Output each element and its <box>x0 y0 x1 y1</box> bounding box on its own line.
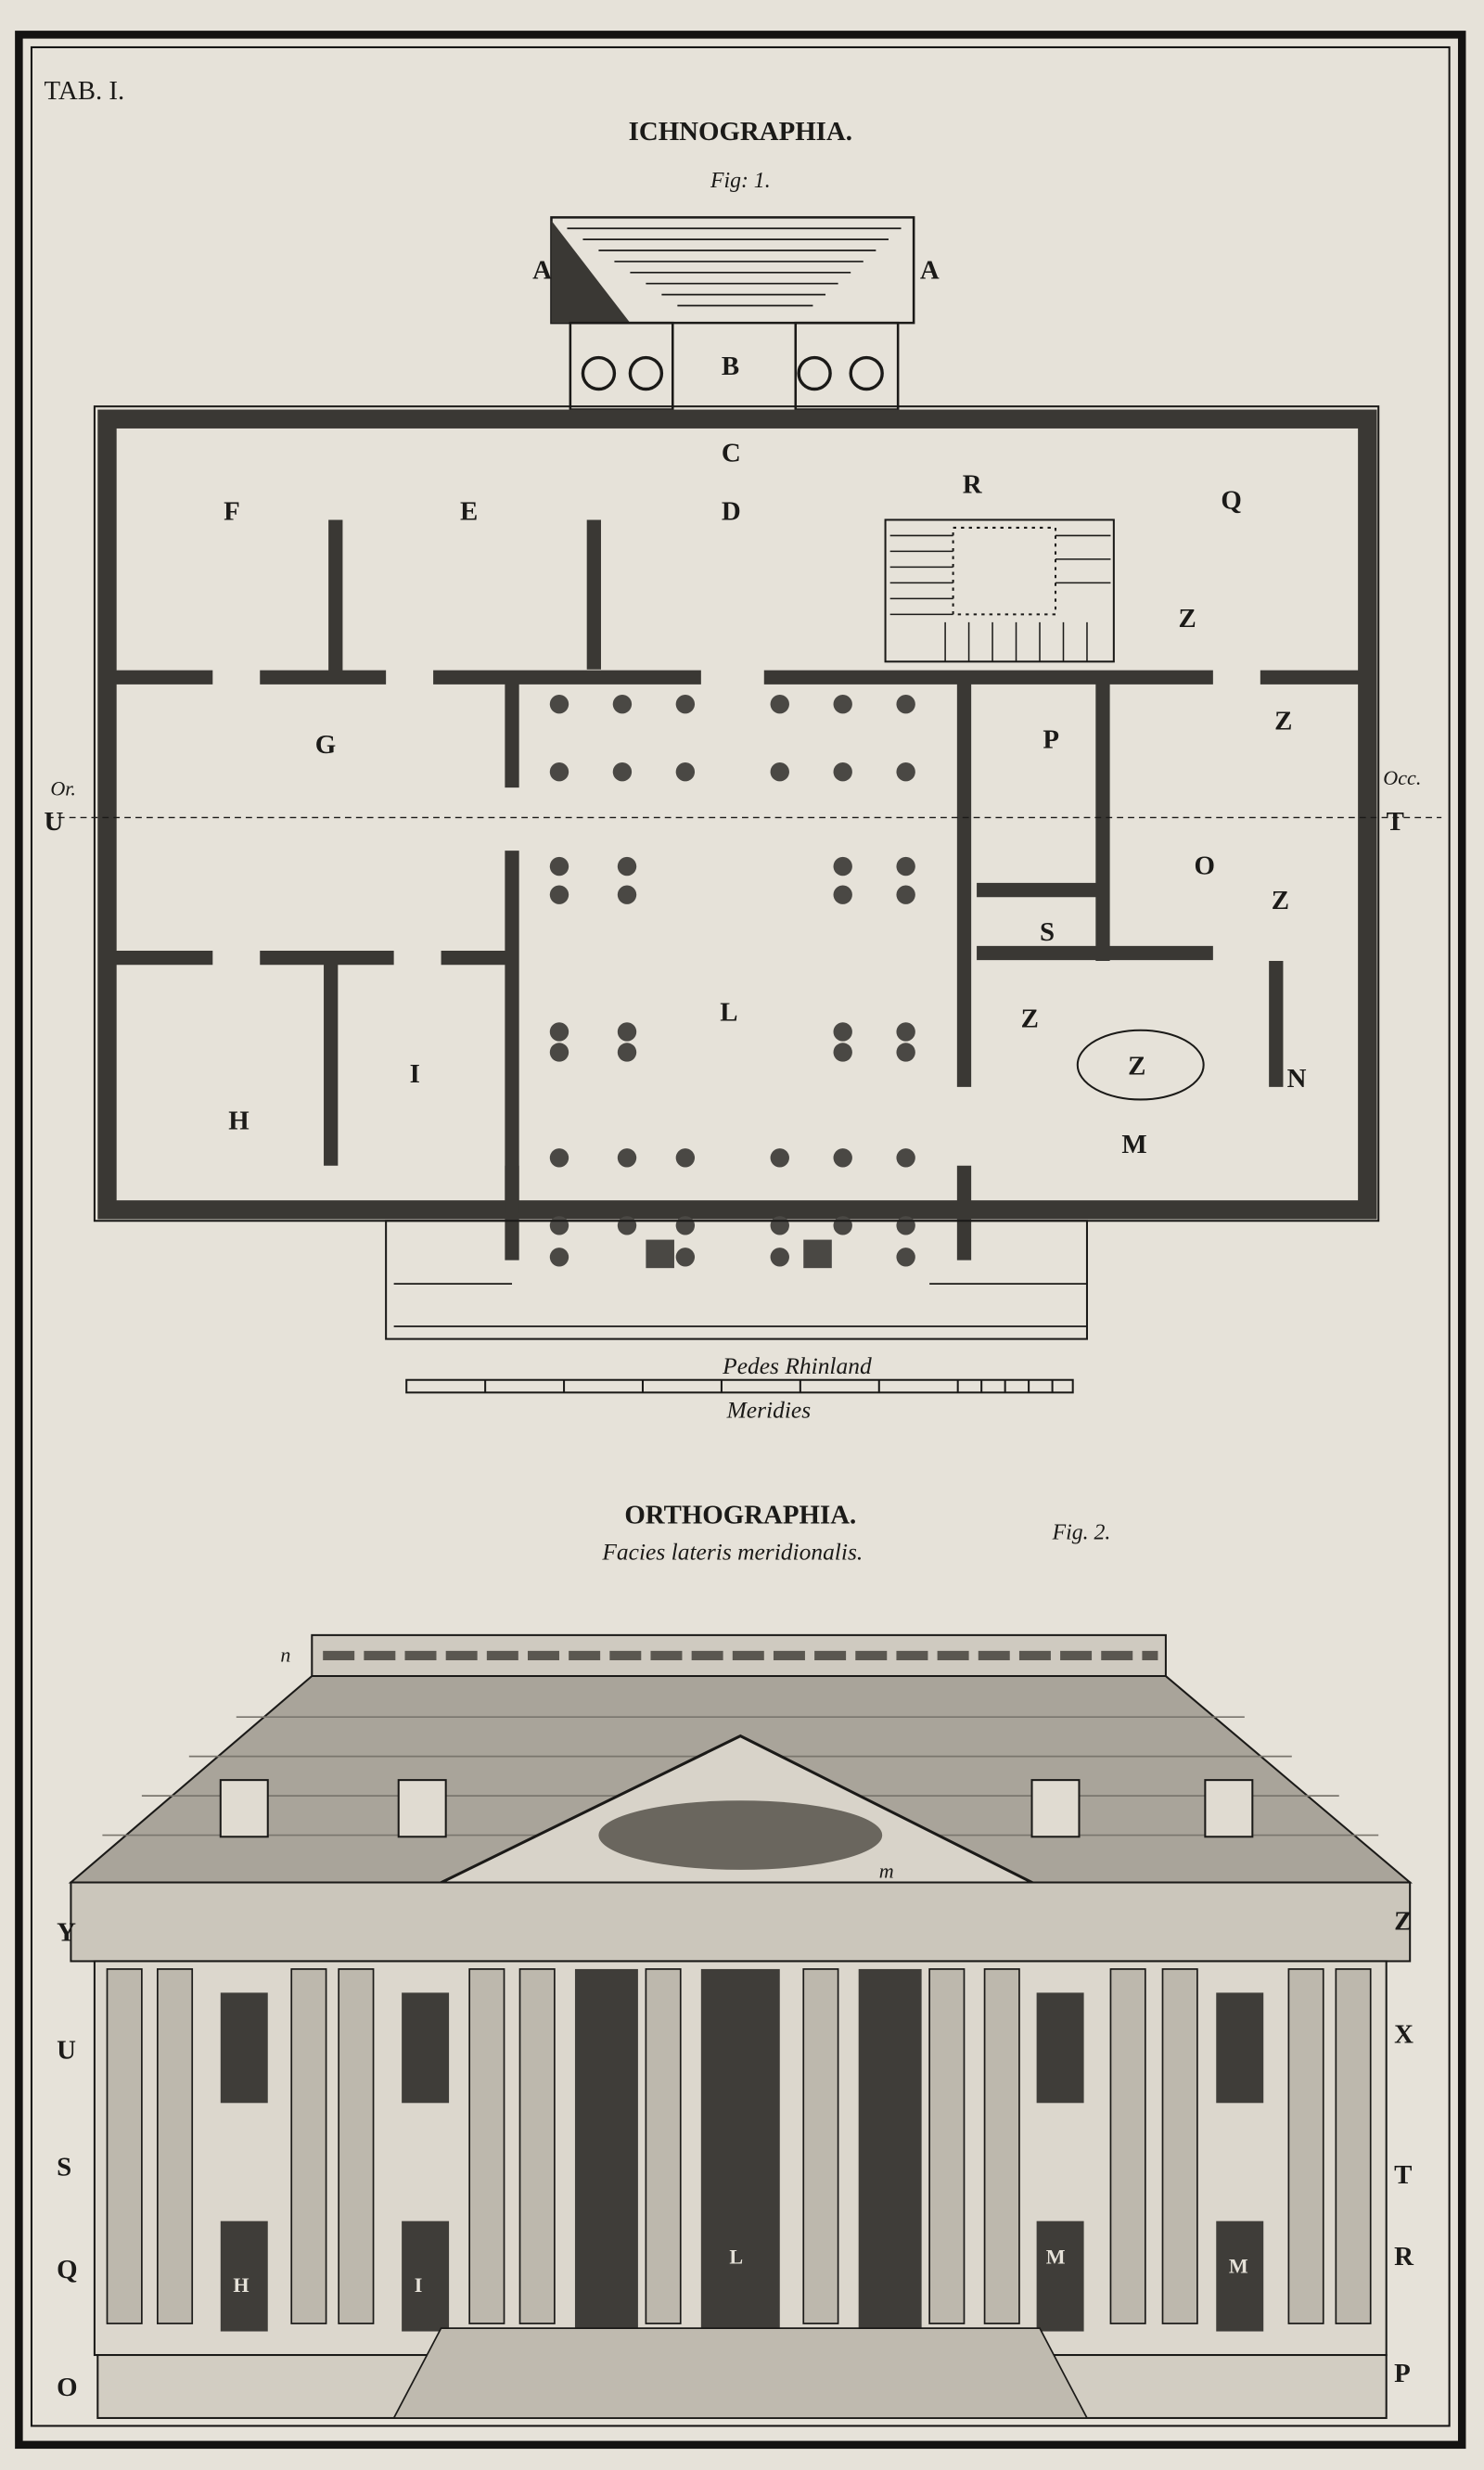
scale-bar <box>405 1378 1074 1394</box>
svg-text:I: I <box>415 2273 423 2297</box>
svg-text:H: H <box>228 1107 249 1136</box>
svg-text:C: C <box>722 439 741 468</box>
svg-text:M: M <box>1229 2255 1248 2278</box>
west-label: Or. <box>50 777 76 800</box>
scale-title: Pedes Rhinland <box>722 1352 872 1379</box>
fig2-label: Fig. 2. <box>1052 1520 1111 1544</box>
svg-text:O: O <box>57 2373 77 2402</box>
orientation-label: Meridies <box>726 1397 812 1424</box>
svg-text:A: A <box>920 256 940 286</box>
svg-text:X: X <box>1394 2020 1414 2050</box>
inner-border <box>30 45 1451 2427</box>
svg-text:Z: Z <box>1021 1004 1039 1033</box>
fig2-title: ORTHOGRAPHIA. <box>624 1500 856 1529</box>
tab-label: TAB. I. <box>45 76 125 106</box>
entablature <box>70 1881 1412 1963</box>
svg-text:F: F <box>224 496 240 526</box>
svg-text:U: U <box>45 807 64 837</box>
svg-text:n: n <box>280 1644 290 1667</box>
outer-walls <box>97 409 1377 1220</box>
svg-text:Y: Y <box>57 1917 76 1947</box>
svg-text:B: B <box>722 352 739 381</box>
svg-text:A: A <box>532 256 552 286</box>
svg-text:M: M <box>1121 1130 1146 1159</box>
svg-text:Z: Z <box>1272 886 1289 915</box>
fig2-subtitle: Facies lateris meridionalis. <box>601 1538 863 1565</box>
svg-text:L: L <box>720 998 737 1028</box>
svg-text:Z: Z <box>1178 604 1196 633</box>
pediment-relief <box>598 1800 883 1870</box>
entrance-stairs <box>392 2327 1089 2419</box>
east-label: Occ. <box>1383 766 1421 789</box>
svg-text:Q: Q <box>1221 486 1241 516</box>
floor-plan <box>46 216 1442 1340</box>
elevation-labels: Y U S Q O Z X T R P H I L M M n m <box>57 1644 1414 2402</box>
svg-text:T: T <box>1387 807 1404 837</box>
svg-text:P: P <box>1394 2359 1411 2388</box>
svg-text:D: D <box>722 496 741 526</box>
svg-text:P: P <box>1043 725 1059 755</box>
svg-text:R: R <box>1394 2242 1414 2272</box>
svg-text:Z: Z <box>1394 1906 1412 1936</box>
columns <box>106 1968 1372 2324</box>
fig1-label: Fig: 1. <box>710 169 771 193</box>
svg-text:E: E <box>460 496 478 526</box>
svg-text:T: T <box>1394 2160 1412 2190</box>
svg-text:I: I <box>410 1059 420 1089</box>
fig1-title: ICHNOGRAPHIA. <box>629 117 852 147</box>
svg-text:N: N <box>1287 1064 1307 1094</box>
svg-text:R: R <box>963 470 983 500</box>
svg-text:L: L <box>729 2246 743 2269</box>
svg-text:H: H <box>233 2273 249 2297</box>
elevation <box>68 1633 1413 2419</box>
svg-text:G: G <box>315 730 336 760</box>
svg-text:O: O <box>1194 851 1214 881</box>
outer-border <box>15 31 1466 2450</box>
svg-text:Z: Z <box>1128 1051 1145 1081</box>
svg-text:S: S <box>57 2152 71 2182</box>
svg-text:S: S <box>1040 917 1055 947</box>
windows <box>220 1968 1264 2332</box>
room-labels: A A B C D E F G H I L M N O P Q R S Z Z … <box>45 256 1404 1160</box>
svg-text:Q: Q <box>57 2255 77 2284</box>
dormers <box>219 1779 1254 1838</box>
svg-text:U: U <box>57 2036 76 2066</box>
svg-text:m: m <box>879 1859 894 1882</box>
interior-walls <box>107 519 1368 1261</box>
svg-text:M: M <box>1046 2246 1066 2269</box>
svg-text:Z: Z <box>1274 706 1292 736</box>
columns <box>549 694 915 1269</box>
